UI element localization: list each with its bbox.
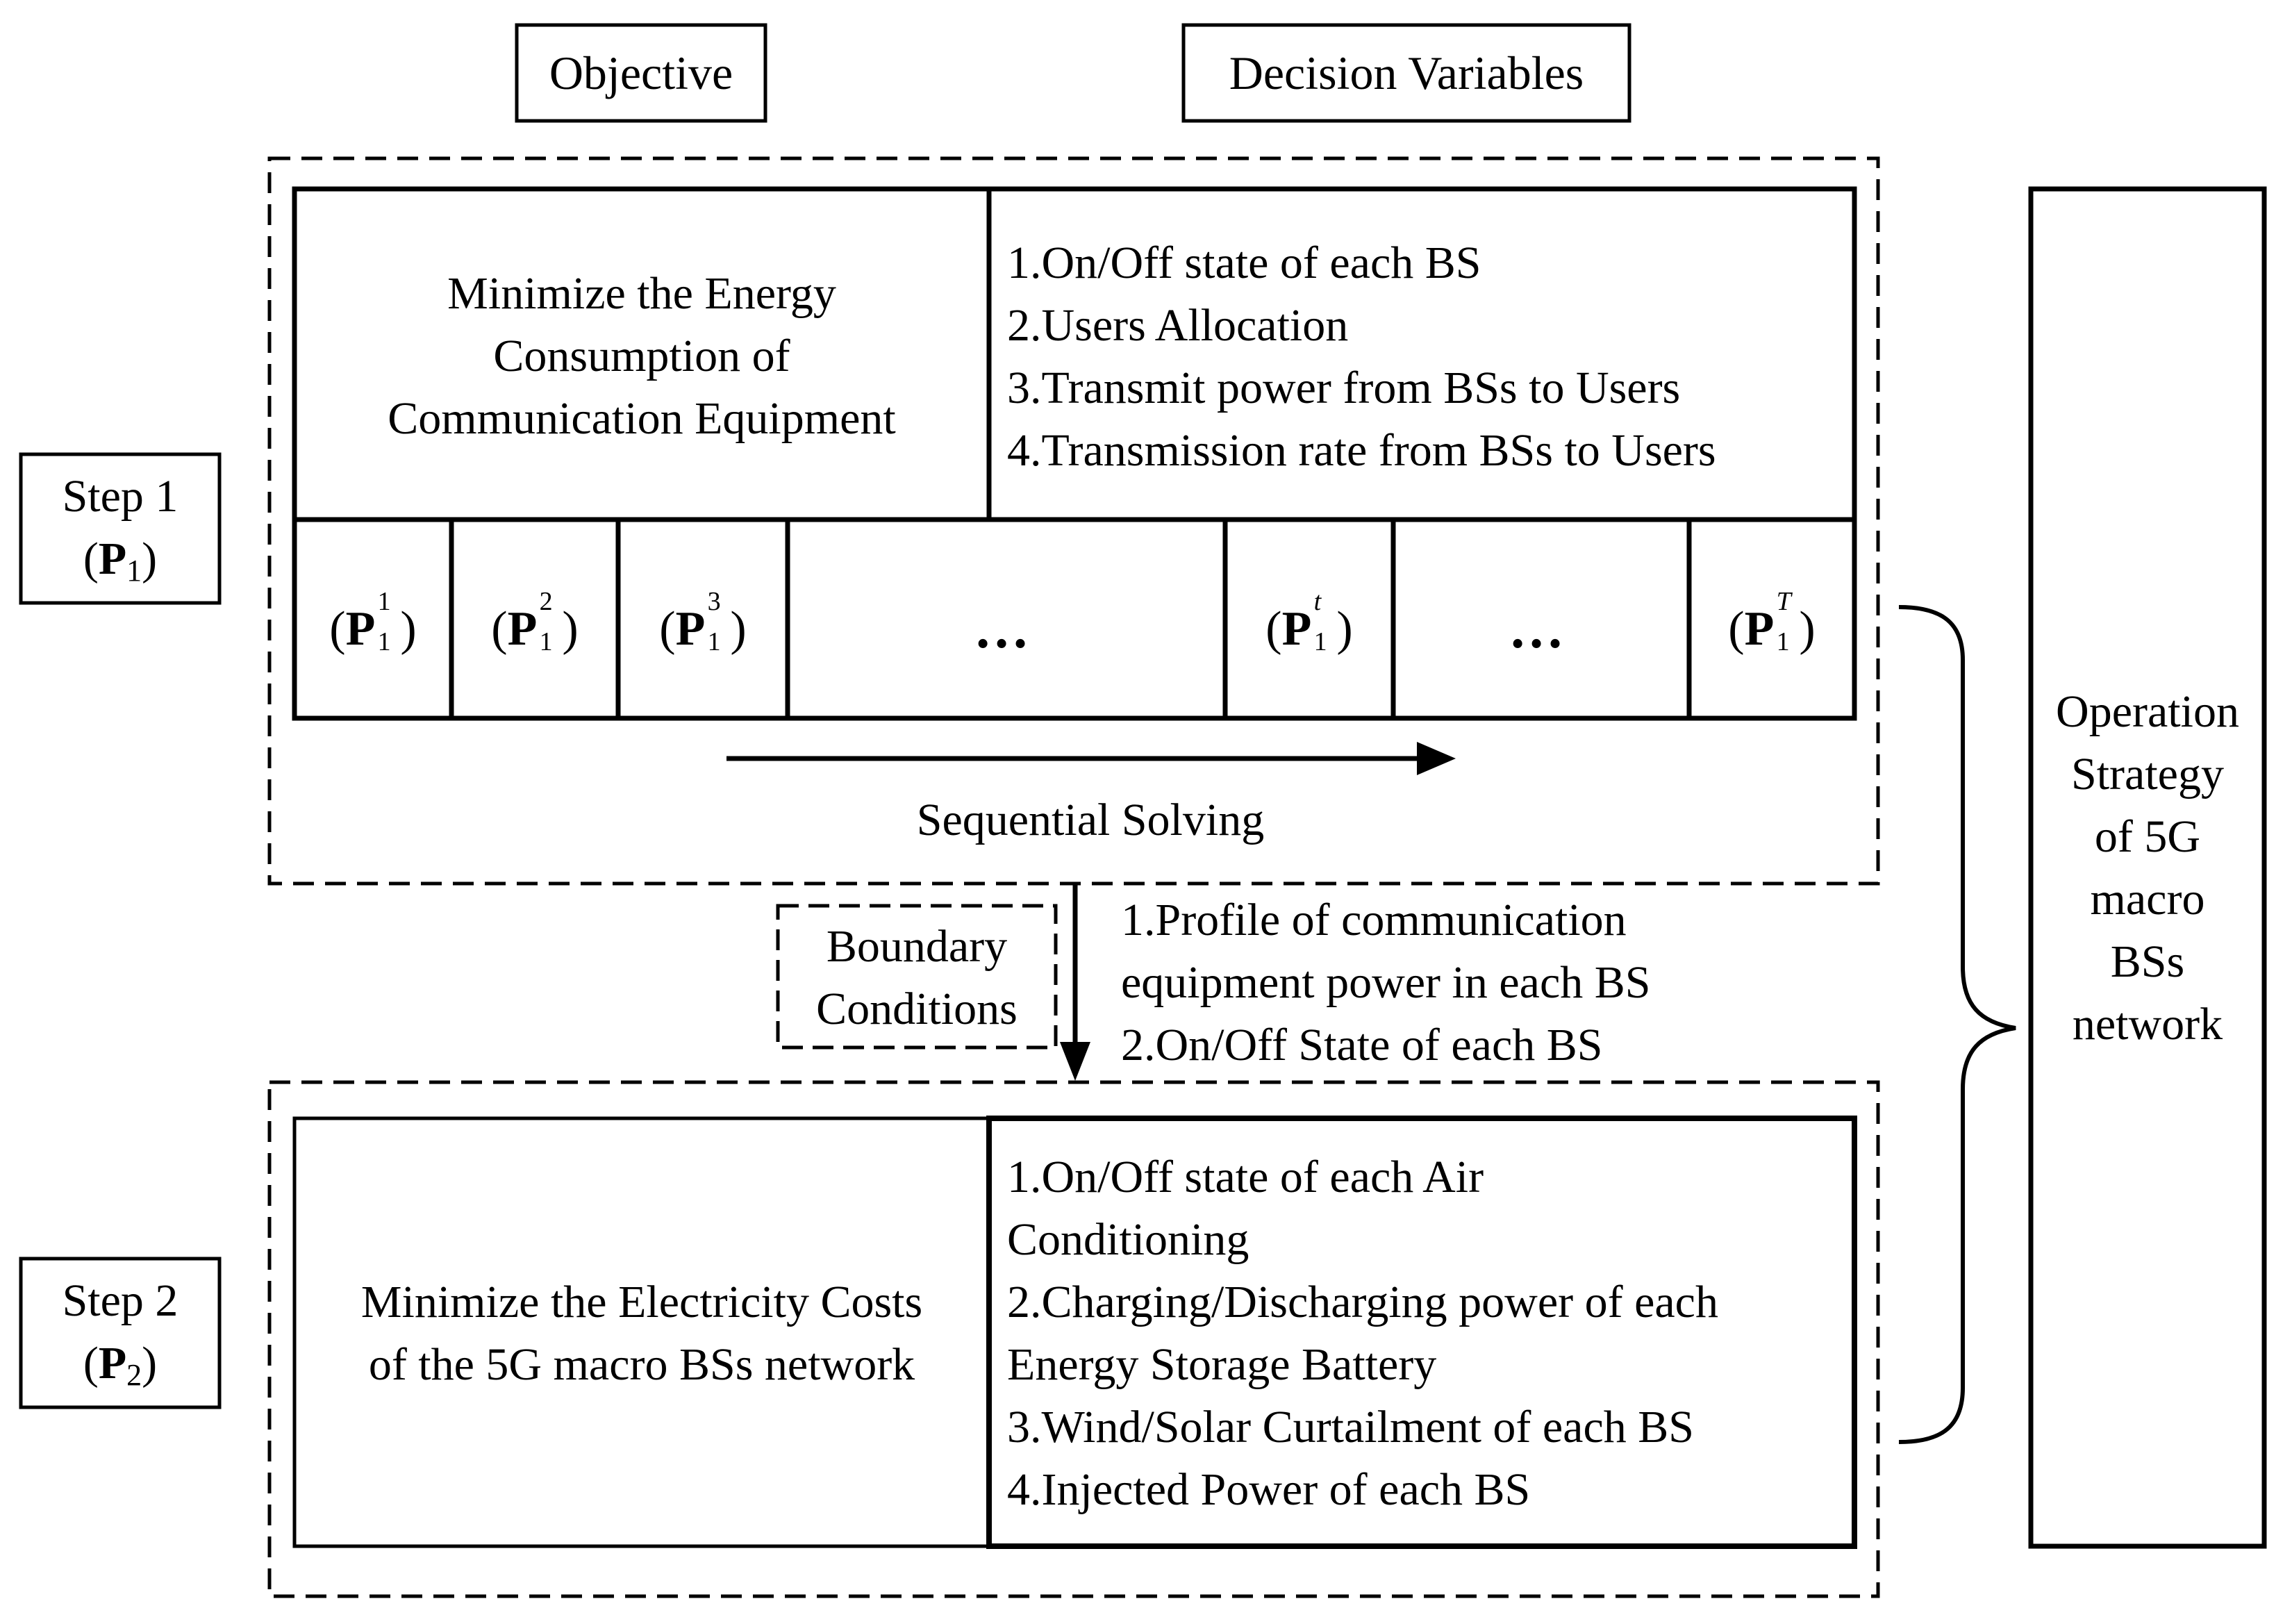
output-line: Operation <box>2056 686 2239 737</box>
subproblem-p: P <box>1744 602 1775 656</box>
step1-label-line1: Step 1 <box>62 471 178 522</box>
subproblem-sub: 1 <box>539 627 553 656</box>
boundary-item: equipment power in each BS <box>1121 957 1651 1008</box>
step1-decision-list: 1.On/Off state of each BS 2.Users Alloca… <box>1007 232 1716 482</box>
step2-label: Step 2 (P2) <box>21 1270 219 1407</box>
step1-objective-line: Communication Equipment <box>388 393 896 444</box>
step2-decision-box <box>986 1116 1857 1549</box>
step1-objective-line: Minimize the Energy <box>447 268 836 319</box>
curly-brace <box>1898 605 2016 1444</box>
ellipsis: … <box>1509 598 1574 660</box>
step2-decision-item: 4.Injected Power of each BS <box>1007 1464 1531 1515</box>
output-line: BSs <box>2110 936 2185 987</box>
output-line: network <box>2072 999 2223 1050</box>
subproblem-sup: t <box>1313 587 1322 616</box>
decision-header-box <box>1181 23 1631 123</box>
subproblem-sup: 1 <box>377 587 391 616</box>
output-label: Operation Strategy of 5G macro BSs netwo… <box>2031 681 2264 1056</box>
objective-header-box <box>515 23 767 123</box>
step2-decision-list: 1.On/Off state of each Air Conditioning … <box>1007 1146 1718 1521</box>
step2-decision-item: 1.On/Off state of each Air <box>1007 1152 1484 1202</box>
step2-dashed-region <box>267 1080 1880 1598</box>
step1-decision-item: 3.Transmit power from BSs to Users <box>1007 363 1681 413</box>
objective-header: Objective <box>549 47 733 99</box>
subproblem-sup: 2 <box>539 587 553 616</box>
boundary-label-line: Conditions <box>816 984 1018 1034</box>
step2-label-p: P <box>98 1338 127 1389</box>
step1-label-sub: 1 <box>126 554 142 588</box>
subproblem-sup: T <box>1776 587 1791 616</box>
boundary-label-line: Boundary <box>826 921 1008 972</box>
step1-objective-line: Consumption of <box>493 331 790 381</box>
step2-label-sub: 2 <box>126 1358 142 1392</box>
step2-decision-item: Conditioning <box>1007 1214 1249 1265</box>
output-line: Strategy <box>2071 749 2224 799</box>
step1-decision-item: 4.Transmission rate from BSs to Users <box>1007 425 1716 476</box>
boundary-label: Boundary Conditions <box>778 915 1056 1041</box>
ellipsis: … <box>974 598 1039 660</box>
step1-table <box>292 186 1857 721</box>
step1-decision-item: 2.Users Allocation <box>1007 300 1349 351</box>
decision-variables-header: Decision Variables <box>1229 47 1584 99</box>
step1-decision-item: 1.On/Off state of each BS <box>1007 238 1481 288</box>
output-line: of 5G <box>2094 811 2201 862</box>
subproblem-sub: 1 <box>377 627 391 656</box>
step1-label-problem: (P1) <box>83 533 158 588</box>
step2-label-problem: (P2) <box>83 1338 158 1392</box>
sequential-arrowhead <box>1417 742 1456 775</box>
step2-label-line1: Step 2 <box>62 1275 178 1326</box>
subproblem-sup: 3 <box>707 587 721 616</box>
subproblem-sub: 1 <box>707 627 721 656</box>
subproblem-p: P <box>675 602 706 656</box>
step1-objective: Minimize the Energy Consumption of Commu… <box>297 263 986 450</box>
output-line: macro <box>2090 874 2205 925</box>
subproblem-sub: 1 <box>1776 627 1790 656</box>
boundary-items: 1.Profile of communication equipment pow… <box>1121 889 1650 1077</box>
step2-objective: Minimize the Electricity Costs of the 5G… <box>297 1271 986 1396</box>
step2-decision-item: 3.Wind/Solar Curtailment of each BS <box>1007 1402 1695 1452</box>
step1-label: Step 1 (P1) <box>21 465 219 602</box>
output-box <box>2028 186 2267 1549</box>
step1-label-box <box>19 452 222 605</box>
step2-label-box <box>19 1257 222 1409</box>
subproblem-p: P <box>507 602 538 656</box>
step2-objective-line: of the 5G macro BSs network <box>368 1339 915 1390</box>
subproblem-p: P <box>1281 602 1312 656</box>
boundary-item: 2.On/Off State of each BS <box>1121 1020 1603 1070</box>
subproblem-ellipsis-1: … <box>790 542 1222 717</box>
boundary-dashed-box <box>776 904 1058 1050</box>
step2-decision-item: Energy Storage Battery <box>1007 1339 1437 1390</box>
subproblem-sub: 1 <box>1313 627 1327 656</box>
sequential-solving-label: Sequential Solving <box>916 795 1265 845</box>
subproblem-ellipsis-2: … <box>1396 542 1686 717</box>
step1-label-p: P <box>98 533 127 584</box>
boundary-item: 1.Profile of communication <box>1121 895 1627 945</box>
subproblem-p: P <box>345 602 376 656</box>
step2-decision-item: 2.Charging/Discharging power of each <box>1007 1277 1718 1327</box>
step2-objective-line: Minimize the Electricity Costs <box>360 1277 923 1327</box>
boundary-arrowhead <box>1060 1042 1090 1081</box>
